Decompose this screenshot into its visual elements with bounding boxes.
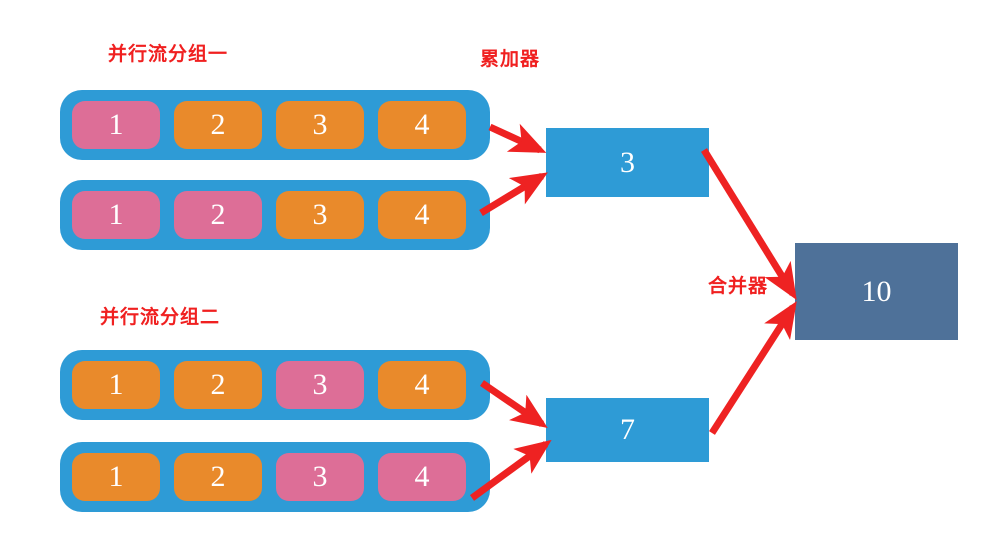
accumulator-box-bottom: 7 [546,398,709,462]
stream-cell: 3 [276,101,364,149]
arrow-accumulator-bottom-to-combiner [709,301,797,435]
stream-cell: 2 [174,361,262,409]
stream-row-group1-2: 1 2 3 4 [60,180,490,250]
stream-cells: 1 2 3 4 [72,361,478,409]
stream-cell: 4 [378,453,466,501]
label-group1: 并行流分组一 [108,43,229,65]
arrow-group1-row2-to-accumulator [479,172,548,216]
stream-cell: 3 [276,453,364,501]
stream-cell: 4 [378,361,466,409]
stream-cell: 3 [276,361,364,409]
arrow-accumulator-top-to-combiner [701,148,797,300]
stream-row-group1-1: 1 2 3 4 [60,90,490,160]
combiner-result-box: 10 [795,243,958,340]
arrow-group1-row1-to-accumulator [488,123,547,154]
stream-cell: 1 [72,361,160,409]
label-accumulator: 累加器 [480,48,541,70]
stream-cell: 4 [378,101,466,149]
stream-cells: 1 2 3 4 [72,453,478,501]
stream-cell: 2 [174,191,262,239]
stream-cells: 1 2 3 4 [72,101,478,149]
stream-row-group2-1: 1 2 3 4 [60,350,490,420]
arrow-group2-row1-to-accumulator [480,380,548,428]
stream-cell: 4 [378,191,466,239]
stream-cell: 1 [72,191,160,239]
accumulator-box-top: 3 [546,128,709,197]
label-combiner: 合并器 [708,275,769,297]
stream-cells: 1 2 3 4 [72,191,478,239]
stream-cell: 3 [276,191,364,239]
stream-row-group2-2: 1 2 3 4 [60,442,490,512]
label-group2: 并行流分组二 [100,306,221,328]
stream-cell: 1 [72,101,160,149]
stream-cell: 2 [174,101,262,149]
stream-cell: 1 [72,453,160,501]
stream-cell: 2 [174,453,262,501]
